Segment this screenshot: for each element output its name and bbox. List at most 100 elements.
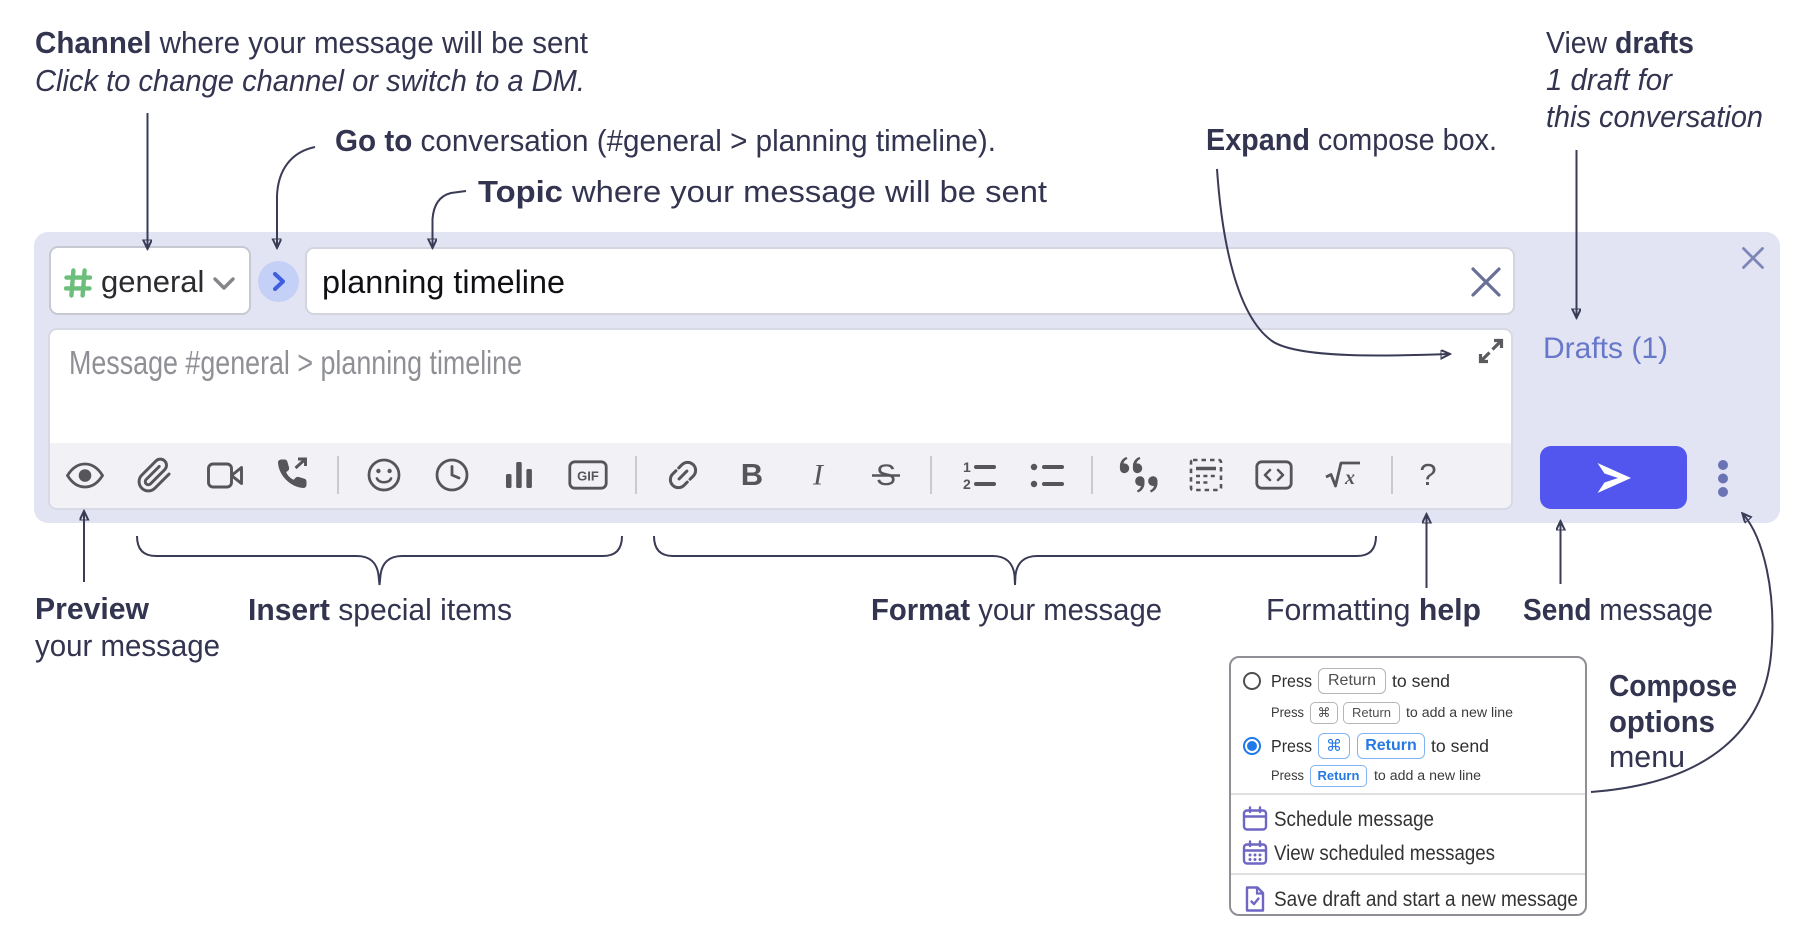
gif-icon[interactable]: GIF xyxy=(566,453,610,497)
attach-file-icon[interactable] xyxy=(132,453,176,497)
message-input-placeholder: Message #general > planning timeline xyxy=(69,344,522,381)
svg-text:?: ? xyxy=(1419,458,1436,492)
formatting-help-icon[interactable]: ? xyxy=(1406,453,1450,497)
option2-sub-pre: Press xyxy=(1271,767,1304,783)
annotation-view-drafts-bold: drafts xyxy=(1615,25,1694,60)
annotation-topic: Topic where your message will be sent xyxy=(478,173,1047,211)
brace-format xyxy=(653,535,1377,586)
toolbar-divider xyxy=(930,456,932,494)
bulleted-list-icon[interactable] xyxy=(1025,453,1069,497)
video-call-icon[interactable] xyxy=(203,453,247,497)
option2-pre: Press xyxy=(1271,736,1312,756)
kbd-return: Return xyxy=(1343,701,1400,724)
annotation-topic-bold: Topic xyxy=(478,174,563,209)
clear-topic-button[interactable] xyxy=(1469,265,1503,299)
option1-post: to send xyxy=(1392,671,1450,691)
go-to-conversation-button[interactable] xyxy=(258,261,299,302)
option2-post: to send xyxy=(1431,736,1489,756)
option2-subtext-post: to add a new line xyxy=(1374,765,1481,787)
option2-text-post: to send xyxy=(1431,733,1489,759)
spoiler-icon[interactable] xyxy=(1184,453,1228,497)
annotation-send-rest: message xyxy=(1591,592,1713,627)
close-compose-icon[interactable] xyxy=(1741,246,1765,270)
toolbar-divider xyxy=(1391,456,1393,494)
compose-options-popup: Press Return to send Press ⌘ Return to a… xyxy=(1229,656,1587,916)
option1-sub-pre: Press xyxy=(1271,704,1304,720)
annotation-send: Send message xyxy=(1523,591,1733,629)
link-icon[interactable] xyxy=(661,453,705,497)
annotation-expand-rest: compose box. xyxy=(1309,122,1497,157)
annotation-format: Format your message xyxy=(871,591,1179,629)
calendar-grid-icon xyxy=(1242,840,1268,865)
option1-subtext-post: to add a new line xyxy=(1406,702,1513,724)
topic-input[interactable]: planning timeline xyxy=(305,247,1515,315)
popup-divider xyxy=(1231,873,1585,875)
annotation-compose-options-1: Compose xyxy=(1609,668,1737,703)
math-icon[interactable]: x xyxy=(1321,453,1365,497)
annotation-formatting-help-bold: help xyxy=(1418,592,1481,627)
kbd-cmd-blue: ⌘ xyxy=(1318,733,1350,759)
annotation-preview: Preview xyxy=(35,591,149,626)
annotation-expand-bold: Expand xyxy=(1206,122,1310,157)
annotation-format-rest: your message xyxy=(970,592,1162,627)
menu-item-label: View scheduled messages xyxy=(1274,841,1495,865)
annotation-channel: Channel where your message will be sent xyxy=(35,24,616,62)
annotation-channel-sub: Click to change channel or switch to a D… xyxy=(35,63,585,98)
send-button[interactable] xyxy=(1540,446,1687,509)
channel-hash-icon xyxy=(64,268,92,298)
drafts-link[interactable]: Drafts (1) xyxy=(1543,332,1669,365)
menu-item-label: Save draft and start a new message xyxy=(1274,887,1578,911)
compose-options-menu-button[interactable] xyxy=(1714,459,1732,499)
expand-compose-button[interactable] xyxy=(1478,338,1504,364)
annotation-compose-options-3: menu xyxy=(1609,739,1685,774)
kbd-return-blue: Return xyxy=(1357,733,1425,759)
gif-label: GIF xyxy=(577,469,599,484)
strikethrough-icon[interactable]: S xyxy=(864,453,908,497)
radio-cmd-return-to-send[interactable] xyxy=(1243,737,1261,755)
annotation-formatting-help-pre: Formatting xyxy=(1266,592,1419,627)
annotation-view-drafts-sub1: 1 draft for xyxy=(1546,62,1672,97)
message-input[interactable]: Message #general > planning timeline xyxy=(48,328,1513,510)
annotation-compose-options-2: options xyxy=(1609,704,1715,739)
poll-icon[interactable] xyxy=(497,453,541,497)
option1-subtext-pre: Press xyxy=(1271,702,1306,724)
channel-selector-dropdown[interactable]: general xyxy=(49,246,251,315)
kbd-return: Return xyxy=(1318,668,1386,694)
preview-eye-icon[interactable] xyxy=(63,453,107,497)
toolbar-divider xyxy=(1091,456,1093,494)
annotation-view-drafts-pre: View xyxy=(1546,25,1616,60)
emoji-icon[interactable] xyxy=(362,453,406,497)
toolbar-divider xyxy=(337,456,339,494)
brace-insert xyxy=(136,535,623,586)
option2-sub-post: to add a new line xyxy=(1374,767,1481,783)
toolbar-divider xyxy=(635,456,637,494)
annotation-insert-bold: Insert xyxy=(248,592,330,627)
bold-icon[interactable]: B xyxy=(730,453,774,497)
annotation-topic-rest: where your message will be sent xyxy=(562,174,1047,209)
svg-text:B: B xyxy=(741,458,763,492)
annotation-go-to-rest: conversation (#general > planning timeli… xyxy=(412,123,996,158)
radio-return-to-send[interactable] xyxy=(1243,672,1261,690)
annotation-format-bold: Format xyxy=(871,592,971,627)
annotation-channel-bold: Channel xyxy=(35,25,152,60)
option1-pre: Press xyxy=(1271,671,1312,691)
annotation-preview-rest: your message xyxy=(35,628,220,663)
italic-icon[interactable]: I xyxy=(796,453,840,497)
audio-call-icon[interactable] xyxy=(270,453,314,497)
document-check-icon xyxy=(1245,886,1265,912)
option1-text-pre: Press xyxy=(1271,668,1316,694)
code-icon[interactable] xyxy=(1252,453,1296,497)
annotation-go-to-bold: Go to xyxy=(335,123,413,158)
schedule-time-icon[interactable] xyxy=(430,453,474,497)
annotation-channel-rest: where your message will be sent xyxy=(151,25,588,60)
svg-text:x: x xyxy=(1344,467,1355,489)
option1-sub-post: to add a new line xyxy=(1406,704,1513,720)
quote-icon[interactable] xyxy=(1116,453,1160,497)
annotation-view-drafts-sub2: this conversation xyxy=(1546,99,1763,134)
svg-text:1: 1 xyxy=(963,459,971,475)
annotation-formatting-help: Formatting help xyxy=(1266,591,1487,629)
calendar-icon xyxy=(1242,806,1268,831)
